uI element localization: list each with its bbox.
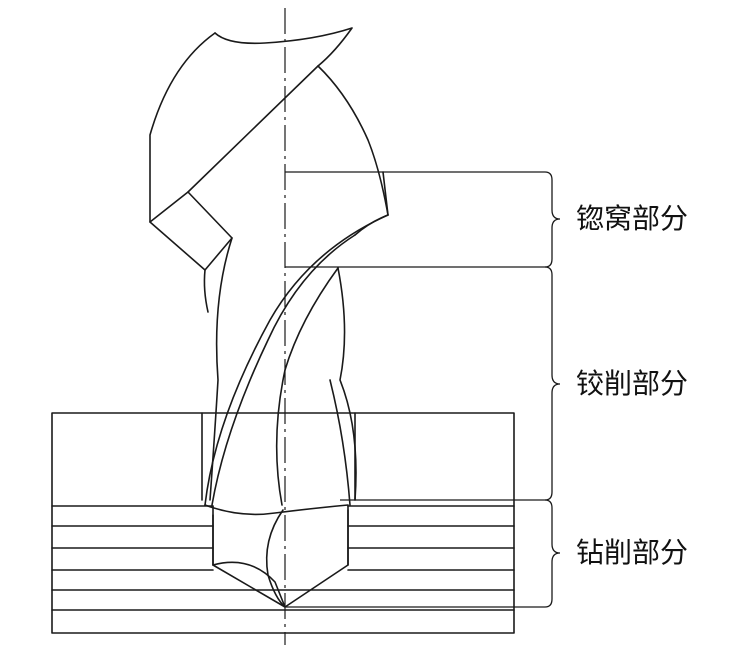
drill-reamer-tool [149,27,389,608]
countersink-label: 锪窝部分 [576,202,689,235]
countersink-tail [203,269,209,313]
tool-upper-outline [214,27,353,67]
drill-flute [265,509,286,608]
workpiece-outline [51,412,515,634]
drilling-label: 钻削部分 [576,536,689,569]
reaming-brace [544,266,561,501]
flute-4 [329,379,351,506]
countersink-edge [187,65,319,193]
tool-left-outline [149,32,216,223]
tool-right-outline [317,65,389,216]
flute-1 [204,214,389,506]
flute-2 [211,234,356,506]
section-markers [285,171,561,608]
drill-body [212,509,349,608]
reamer-right-outline [337,267,357,501]
right-lip [354,171,389,236]
drilling-brace [544,499,561,608]
countersink-face [149,191,233,271]
flute-3 [275,267,339,506]
reaming-label: 铰削部分 [576,367,689,400]
reamer-bottom [204,504,349,516]
reamer-left-outline [209,237,233,501]
drill-chisel [212,561,286,608]
countersink-brace [544,171,561,268]
